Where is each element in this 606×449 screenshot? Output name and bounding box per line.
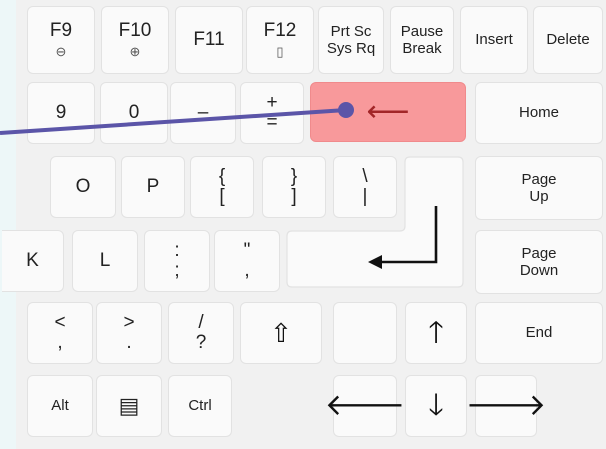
key-greater-than-label: > [123,312,135,334]
key-shift[interactable]: ⇧ [240,302,322,364]
key-close-bracket[interactable]: } ] [262,156,326,218]
key-pause[interactable]: Pause Break [390,6,454,74]
key-o-label: O [75,176,91,198]
key-plus-label: + [266,92,278,114]
key-f12-label: F12 [263,20,297,42]
key-comma-alt-label: , [244,260,250,281]
key-page-up[interactable]: Page Up [475,156,603,220]
key-insert[interactable]: Insert [460,6,528,74]
key-f10[interactable]: F10 ⊕ [101,6,169,74]
key-break-label: Break [402,40,442,57]
key-quote[interactable]: " , [214,230,280,292]
key-down[interactable]: 🡓 [405,375,467,437]
key-9[interactable]: 9 [27,82,95,144]
key-pipe-label: | [362,186,368,207]
key-0-label: 0 [128,102,140,124]
key-slash-label: / [198,312,204,334]
key-left[interactable]: 🡐 [325,375,405,437]
phone-icon: ▯ [276,44,284,60]
enter-arrow-icon [368,206,438,269]
key-page-up-label-2: Up [529,188,549,205]
side-panel-strip [0,0,16,449]
key-semicolon-label: ; [174,260,180,281]
key-backslash[interactable]: \ | [333,156,397,218]
key-equals-label: = [266,112,278,133]
key-home-label: Home [518,104,559,122]
menu-icon: ▤ [118,393,140,419]
key-l-label: L [99,250,111,272]
key-delete-label: Delete [546,31,590,49]
key-page-down-label-1: Page [521,244,557,262]
key-end[interactable]: End [475,302,603,364]
enter-key-shape [286,156,464,288]
key-open-bracket-label: [ [219,186,225,207]
key-k-label: K [26,250,39,272]
key-comma-label: , [57,332,63,353]
key-minus[interactable]: – [170,82,236,144]
key-page-down[interactable]: Page Down [475,230,603,294]
key-p-label: P [146,176,160,198]
zoom-out-icon: ⊖ [55,44,67,60]
key-9-label: 9 [55,102,67,124]
key-page-up-label-1: Page [521,170,557,188]
key-period-label: . [126,332,132,353]
key-pause-label: Pause [400,22,444,40]
key-f11[interactable]: F11 [175,6,243,74]
key-prtsc-label: Prt Sc [330,22,372,40]
key-enter[interactable] [286,156,464,288]
key-prtsc[interactable]: Prt Sc Sys Rq [318,6,384,74]
pointer-dot [338,102,354,118]
key-f9[interactable]: F9 ⊖ [27,6,95,74]
key-colon-label: : [174,240,180,262]
key-close-bracket-label: ] [291,186,297,207]
key-semicolon[interactable]: : ; [144,230,210,292]
key-backslash-label: \ [362,166,368,188]
key-quote-label: " [243,240,251,262]
key-alt[interactable]: Alt [27,375,93,437]
left-arrow-icon: 🡐 [324,389,406,422]
key-alt-label: Alt [51,397,69,415]
key-slash[interactable]: / ? [168,302,234,364]
key-insert-label: Insert [475,31,513,49]
up-arrow-icon: 🡑 [428,316,444,349]
key-p[interactable]: P [121,156,185,218]
right-arrow-icon: 🡒 [465,389,547,422]
key-k[interactable]: K [2,230,64,292]
shift-arrow-icon: ⇧ [270,318,292,348]
key-close-brace-label: } [290,166,298,188]
key-delete[interactable]: Delete [533,6,603,74]
key-f9-label: F9 [49,20,73,42]
key-open-brace-label: { [218,166,226,188]
down-arrow-icon: 🡓 [428,389,444,422]
key-sysrq-label: Sys Rq [326,40,376,57]
key-minus-label: – [197,102,209,124]
zoom-in-icon: ⊕ [129,44,141,60]
key-end-label: End [525,324,553,342]
key-l[interactable]: L [72,230,138,292]
pointer-line [0,108,347,135]
key-period[interactable]: > . [96,302,162,364]
key-f11-label: F11 [193,29,225,51]
left-arrow-icon: ⟵ [366,95,410,128]
key-menu[interactable]: ▤ [96,375,162,437]
key-o[interactable]: O [50,156,116,218]
key-open-bracket[interactable]: { [ [190,156,254,218]
keyboard [16,0,606,449]
key-less-than-label: < [54,312,66,334]
key-page-down-label-2: Down [519,262,559,279]
key-ctrl-label: Ctrl [188,397,212,415]
key-0[interactable]: 0 [100,82,168,144]
key-f12[interactable]: F12 ▯ [246,6,314,74]
key-blank[interactable] [333,302,397,364]
key-home[interactable]: Home [475,82,603,144]
key-f10-label: F10 [118,20,152,42]
key-ctrl[interactable]: Ctrl [168,375,232,437]
key-right[interactable]: 🡒 [466,375,546,437]
key-question-label: ? [195,332,207,353]
key-up[interactable]: 🡑 [405,302,467,364]
key-comma[interactable]: < , [27,302,93,364]
